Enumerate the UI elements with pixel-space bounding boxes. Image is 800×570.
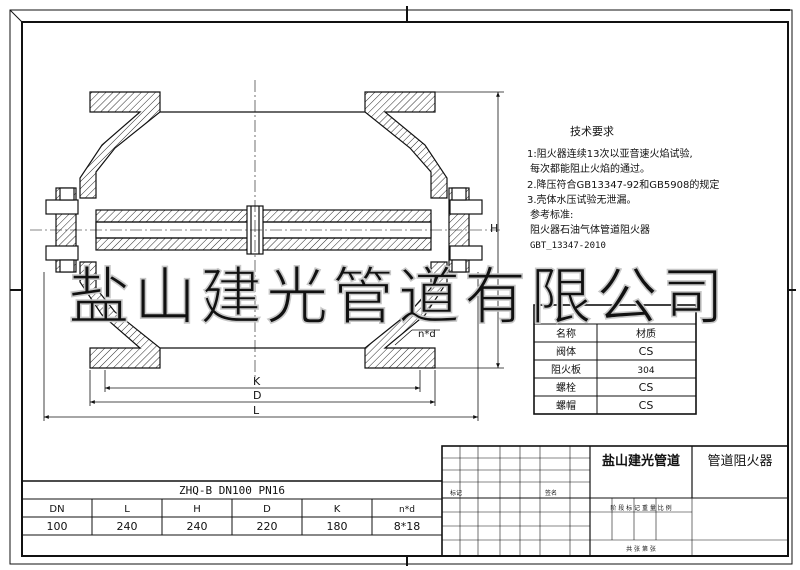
spec-header: DN <box>49 504 64 515</box>
dimension-lines <box>43 91 504 421</box>
housing-lower-section <box>79 261 448 369</box>
watermark-text: 盐山建光管道有限公司 <box>68 260 728 333</box>
tech-line: 参考标准: <box>530 208 573 221</box>
technical-requirements: 技术要求 1:阻火器连续13次以亚音速火焰试验, 每次都能阻止火焰的通过。 2.… <box>527 125 719 251</box>
materials-cell: 螺帽 <box>556 399 576 412</box>
arrester-section-view <box>30 80 500 380</box>
materials-cell: 螺栓 <box>556 381 576 394</box>
spec-header: H <box>193 504 201 515</box>
title-company: 盐山建光管道 <box>602 453 680 469</box>
dim-nd-label: n*d <box>418 329 436 340</box>
spec-value: 240 <box>187 520 208 533</box>
spec-header: K <box>334 504 341 515</box>
materials-cell: CS <box>639 345 654 358</box>
bolts <box>45 187 483 273</box>
sheet-frame <box>9 6 796 566</box>
title-stage-row: 阶 段 标 记 重 量 比 例 <box>610 504 671 512</box>
spec-value: 8*18 <box>394 520 421 533</box>
spec-header: D <box>263 504 271 515</box>
materials-header-material: 材质 <box>636 327 656 340</box>
title-sheet-row: 共 张 第 张 <box>626 545 656 553</box>
title-label-sign: 签名 <box>545 489 557 497</box>
tech-line: 每次都能阻止火焰的通过。 <box>530 162 650 175</box>
dim-d-label: D <box>253 389 261 402</box>
spec-header: L <box>124 504 130 515</box>
spec-value: 240 <box>117 520 138 533</box>
spec-value: 100 <box>47 520 68 533</box>
tech-line: 3.壳体水压试验无泄漏。 <box>527 193 637 206</box>
spec-value: 180 <box>327 520 348 533</box>
tech-line: GBT_13347-2010 <box>530 241 606 251</box>
materials-cell: 阻火板 <box>551 363 581 376</box>
title-product: 管道阻火器 <box>707 454 772 469</box>
dim-k-label: K <box>253 375 261 388</box>
tech-line: 阻火器石油气体管道阻火器 <box>530 223 650 236</box>
materials-cell: CS <box>639 399 654 412</box>
materials-header-name: 名称 <box>556 327 576 340</box>
spec-model: ZHQ-B DN100 PN16 <box>179 484 285 497</box>
materials-cell: 阀体 <box>556 345 576 358</box>
spec-value: 220 <box>257 520 278 533</box>
dim-l-label: L <box>253 404 260 417</box>
title-block: 盐山建光管道 管道阻火器 标记 签名 阶 段 标 记 重 量 比 例 共 张 第… <box>441 445 789 557</box>
housing-upper-section <box>79 91 448 199</box>
spec-table: ZHQ-B DN100 PN16 DN L H D K n*d 100 240 … <box>22 480 442 536</box>
materials-table: 名称 材质 阀体 CS 阻火板 304 螺栓 CS 螺帽 CS <box>533 304 697 415</box>
tech-line: 1:阻火器连续13次以亚音速火焰试验, <box>527 147 693 160</box>
title-label-mark: 标记 <box>450 489 462 497</box>
materials-cell: CS <box>639 381 654 394</box>
tech-title: 技术要求 <box>570 125 614 138</box>
dim-h-label: H <box>490 222 498 235</box>
tech-line: 2.降压符合GB13347-92和GB5908的规定 <box>527 178 719 191</box>
spec-header: n*d <box>399 505 415 515</box>
materials-cell: 304 <box>637 366 654 376</box>
